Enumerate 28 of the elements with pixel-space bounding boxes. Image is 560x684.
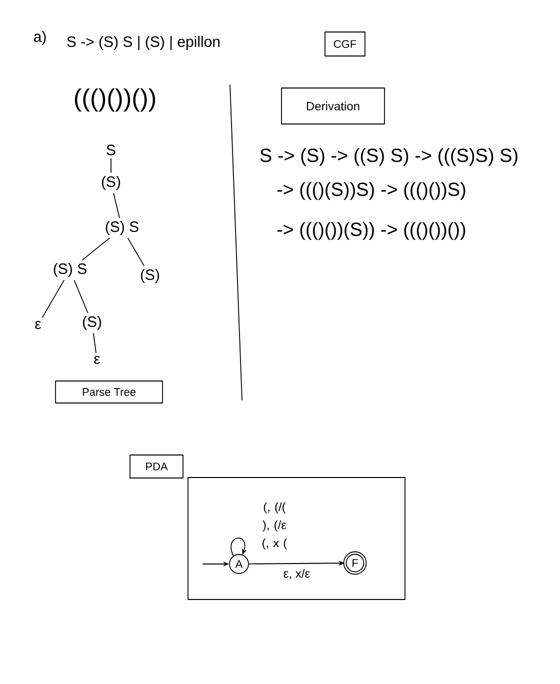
tree-label: (S) bbox=[102, 176, 120, 190]
heading-box: Derivation bbox=[281, 88, 385, 124]
edge-label: ε, x/ε bbox=[282, 568, 312, 580]
derivation-step: -> ((()())(S)) -> ((()())()) bbox=[277, 222, 466, 240]
tree-line bbox=[92, 332, 96, 353]
title-box: CGF bbox=[324, 32, 366, 56]
derivation-step: -> ((()(S))S) -> ((()())S) bbox=[277, 182, 466, 200]
tree-line bbox=[74, 280, 88, 314]
grammar-rule: S -> (S) S | (S) | epillon bbox=[67, 36, 220, 50]
tree-label: (S) bbox=[140, 269, 160, 283]
tree-line bbox=[113, 192, 120, 218]
loop-arrow bbox=[230, 538, 247, 556]
tree-line bbox=[110, 158, 112, 173]
tree-label: ε bbox=[35, 320, 42, 330]
tree-label: (S) S bbox=[54, 263, 86, 277]
title-tab: PDA bbox=[130, 454, 184, 478]
derivation-step: S -> (S) -> ((S) S) -> (((S)S) S) bbox=[260, 148, 518, 166]
caption-box: Parse Tree bbox=[55, 380, 163, 404]
input-string: ((()())()) bbox=[74, 88, 156, 112]
tree-label: S bbox=[106, 144, 116, 156]
tree-label: (S) bbox=[82, 316, 102, 330]
edge-label: (, (/( ), (/ε (, x ( bbox=[262, 502, 288, 550]
tree-label: (S) S bbox=[106, 221, 138, 235]
question-number: a) bbox=[34, 31, 46, 45]
tree-line bbox=[42, 280, 64, 318]
tree-line bbox=[82, 238, 110, 260]
tree-label: ε bbox=[94, 356, 100, 364]
tree-line bbox=[128, 238, 144, 266]
